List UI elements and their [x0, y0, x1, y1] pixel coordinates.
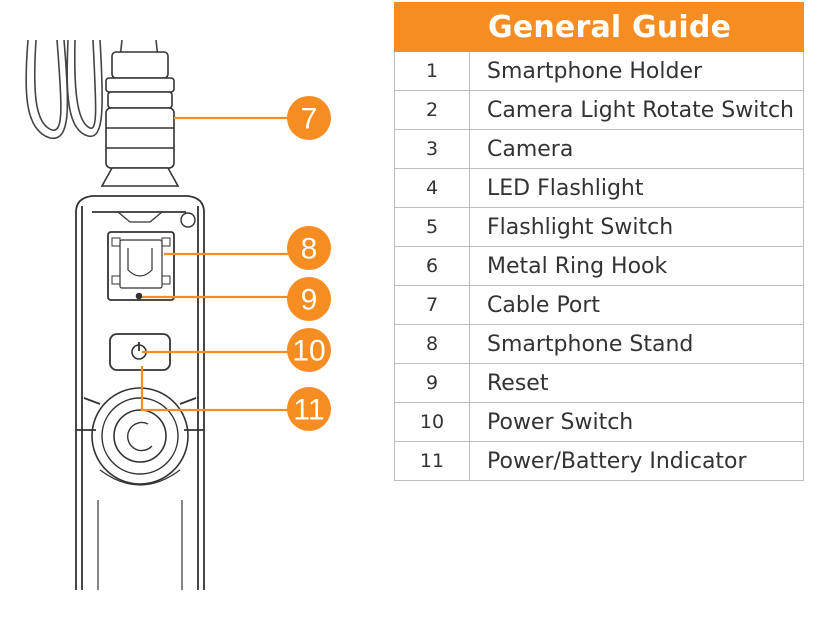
item-label: Smartphone Holder [468, 51, 805, 91]
item-label: Metal Ring Hook [468, 246, 805, 286]
callout-10-number: 10 [292, 335, 325, 368]
callout-10: 10 [287, 328, 331, 372]
item-label: Power/Battery Indicator [468, 441, 805, 481]
item-label: Camera [468, 129, 805, 169]
item-number: 5 [394, 207, 470, 247]
callout-7-number: 7 [301, 103, 318, 136]
item-label: Smartphone Stand [468, 324, 805, 364]
callout-leaders [140, 116, 288, 412]
item-number: 2 [394, 90, 470, 130]
item-number: 1 [394, 51, 470, 91]
item-number: 11 [394, 441, 470, 481]
guide-header-row: General Guide [393, 2, 805, 52]
callout-7: 7 [287, 96, 331, 140]
item-label: Power Switch [468, 402, 805, 442]
item-number: 9 [394, 363, 470, 403]
item-number: 6 [394, 246, 470, 286]
item-label: Cable Port [468, 285, 805, 325]
device-diagram: 7 8 9 10 11 [25, 39, 331, 590]
cable-illustration [25, 39, 159, 140]
handle-body-illustration [75, 195, 205, 590]
callout-8-number: 8 [301, 233, 318, 266]
item-number: 10 [394, 402, 470, 442]
item-number: 3 [394, 129, 470, 169]
item-label: LED Flashlight [468, 168, 805, 208]
callout-8: 8 [287, 226, 331, 270]
callout-11-number: 11 [293, 394, 324, 427]
item-label: Reset [468, 363, 805, 403]
item-label: Flashlight Switch [468, 207, 805, 247]
item-number: 7 [394, 285, 470, 325]
cable-port-illustration [100, 51, 180, 187]
callout-9-number: 9 [301, 284, 318, 317]
item-label: Camera Light Rotate Switch [468, 90, 805, 130]
callout-11: 11 [287, 387, 331, 431]
item-number: 4 [394, 168, 470, 208]
callout-9: 9 [287, 277, 331, 321]
guide-title: General Guide [393, 2, 805, 52]
item-number: 8 [394, 324, 470, 364]
